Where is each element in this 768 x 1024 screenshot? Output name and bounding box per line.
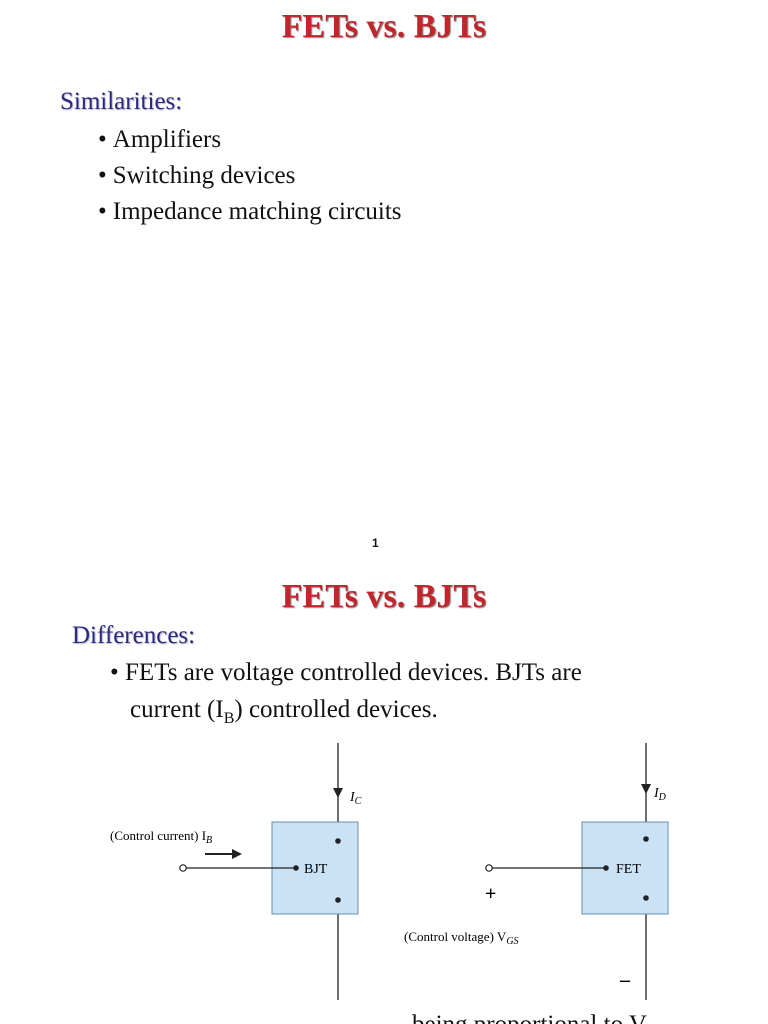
section-heading-differences: Differences: <box>72 622 196 649</box>
bjt-terminal-dot <box>335 838 341 844</box>
bjt-fet-diagram: IC (Control current) IB BJT ID + (Contro… <box>110 743 669 1000</box>
bjt-input-terminal <box>179 864 187 872</box>
list-item: Amplifiers <box>98 122 402 158</box>
control-current-label: (Control current) IB <box>110 828 212 846</box>
fet-diagram: ID + (Control voltage) VGS – FET <box>404 743 669 1000</box>
bullet-line-1: • FETs are voltage controlled devices. B… <box>110 659 582 686</box>
slide-1: FETs vs. BJTs Similarities: Amplifiers S… <box>0 0 768 560</box>
bjt-diagram: IC (Control current) IB BJT <box>110 743 362 1000</box>
bjt-label: BJT <box>304 862 328 877</box>
slide-2: FETs vs. BJTs Differences: • FETs are vo… <box>0 560 768 1024</box>
ic-arrow-icon <box>333 788 343 798</box>
plus-sign: + <box>485 883 496 905</box>
id-label: ID <box>653 786 667 803</box>
fet-label: FET <box>616 862 641 877</box>
list-item: Switching devices <box>98 158 402 194</box>
fet-terminal-dot <box>643 895 649 901</box>
slide-title: FETs vs. BJTs <box>281 578 487 615</box>
fet-input-terminal <box>485 864 493 872</box>
differences-bullet: • FETs are voltage controlled devices. B… <box>110 654 582 737</box>
minus-sign: – <box>619 969 631 991</box>
ib-arrow-icon <box>232 849 242 859</box>
id-arrow-icon <box>641 784 651 794</box>
ic-label: IC <box>349 790 362 807</box>
list-item: Impedance matching circuits <box>98 194 402 230</box>
cut-off-caption: being proportional to V <box>412 1006 647 1024</box>
slide-title: FETs vs. BJTs <box>281 8 487 45</box>
page-number: 1 <box>372 536 379 550</box>
fet-terminal-dot <box>643 836 649 842</box>
section-heading-similarities: Similarities: <box>60 88 183 115</box>
similarities-list: Amplifiers Switching devices Impedance m… <box>98 122 402 230</box>
control-voltage-label: (Control voltage) VGS <box>404 929 519 947</box>
bullet-line-2: current (IB) controlled devices. <box>130 696 438 727</box>
bjt-terminal-dot <box>335 897 341 903</box>
